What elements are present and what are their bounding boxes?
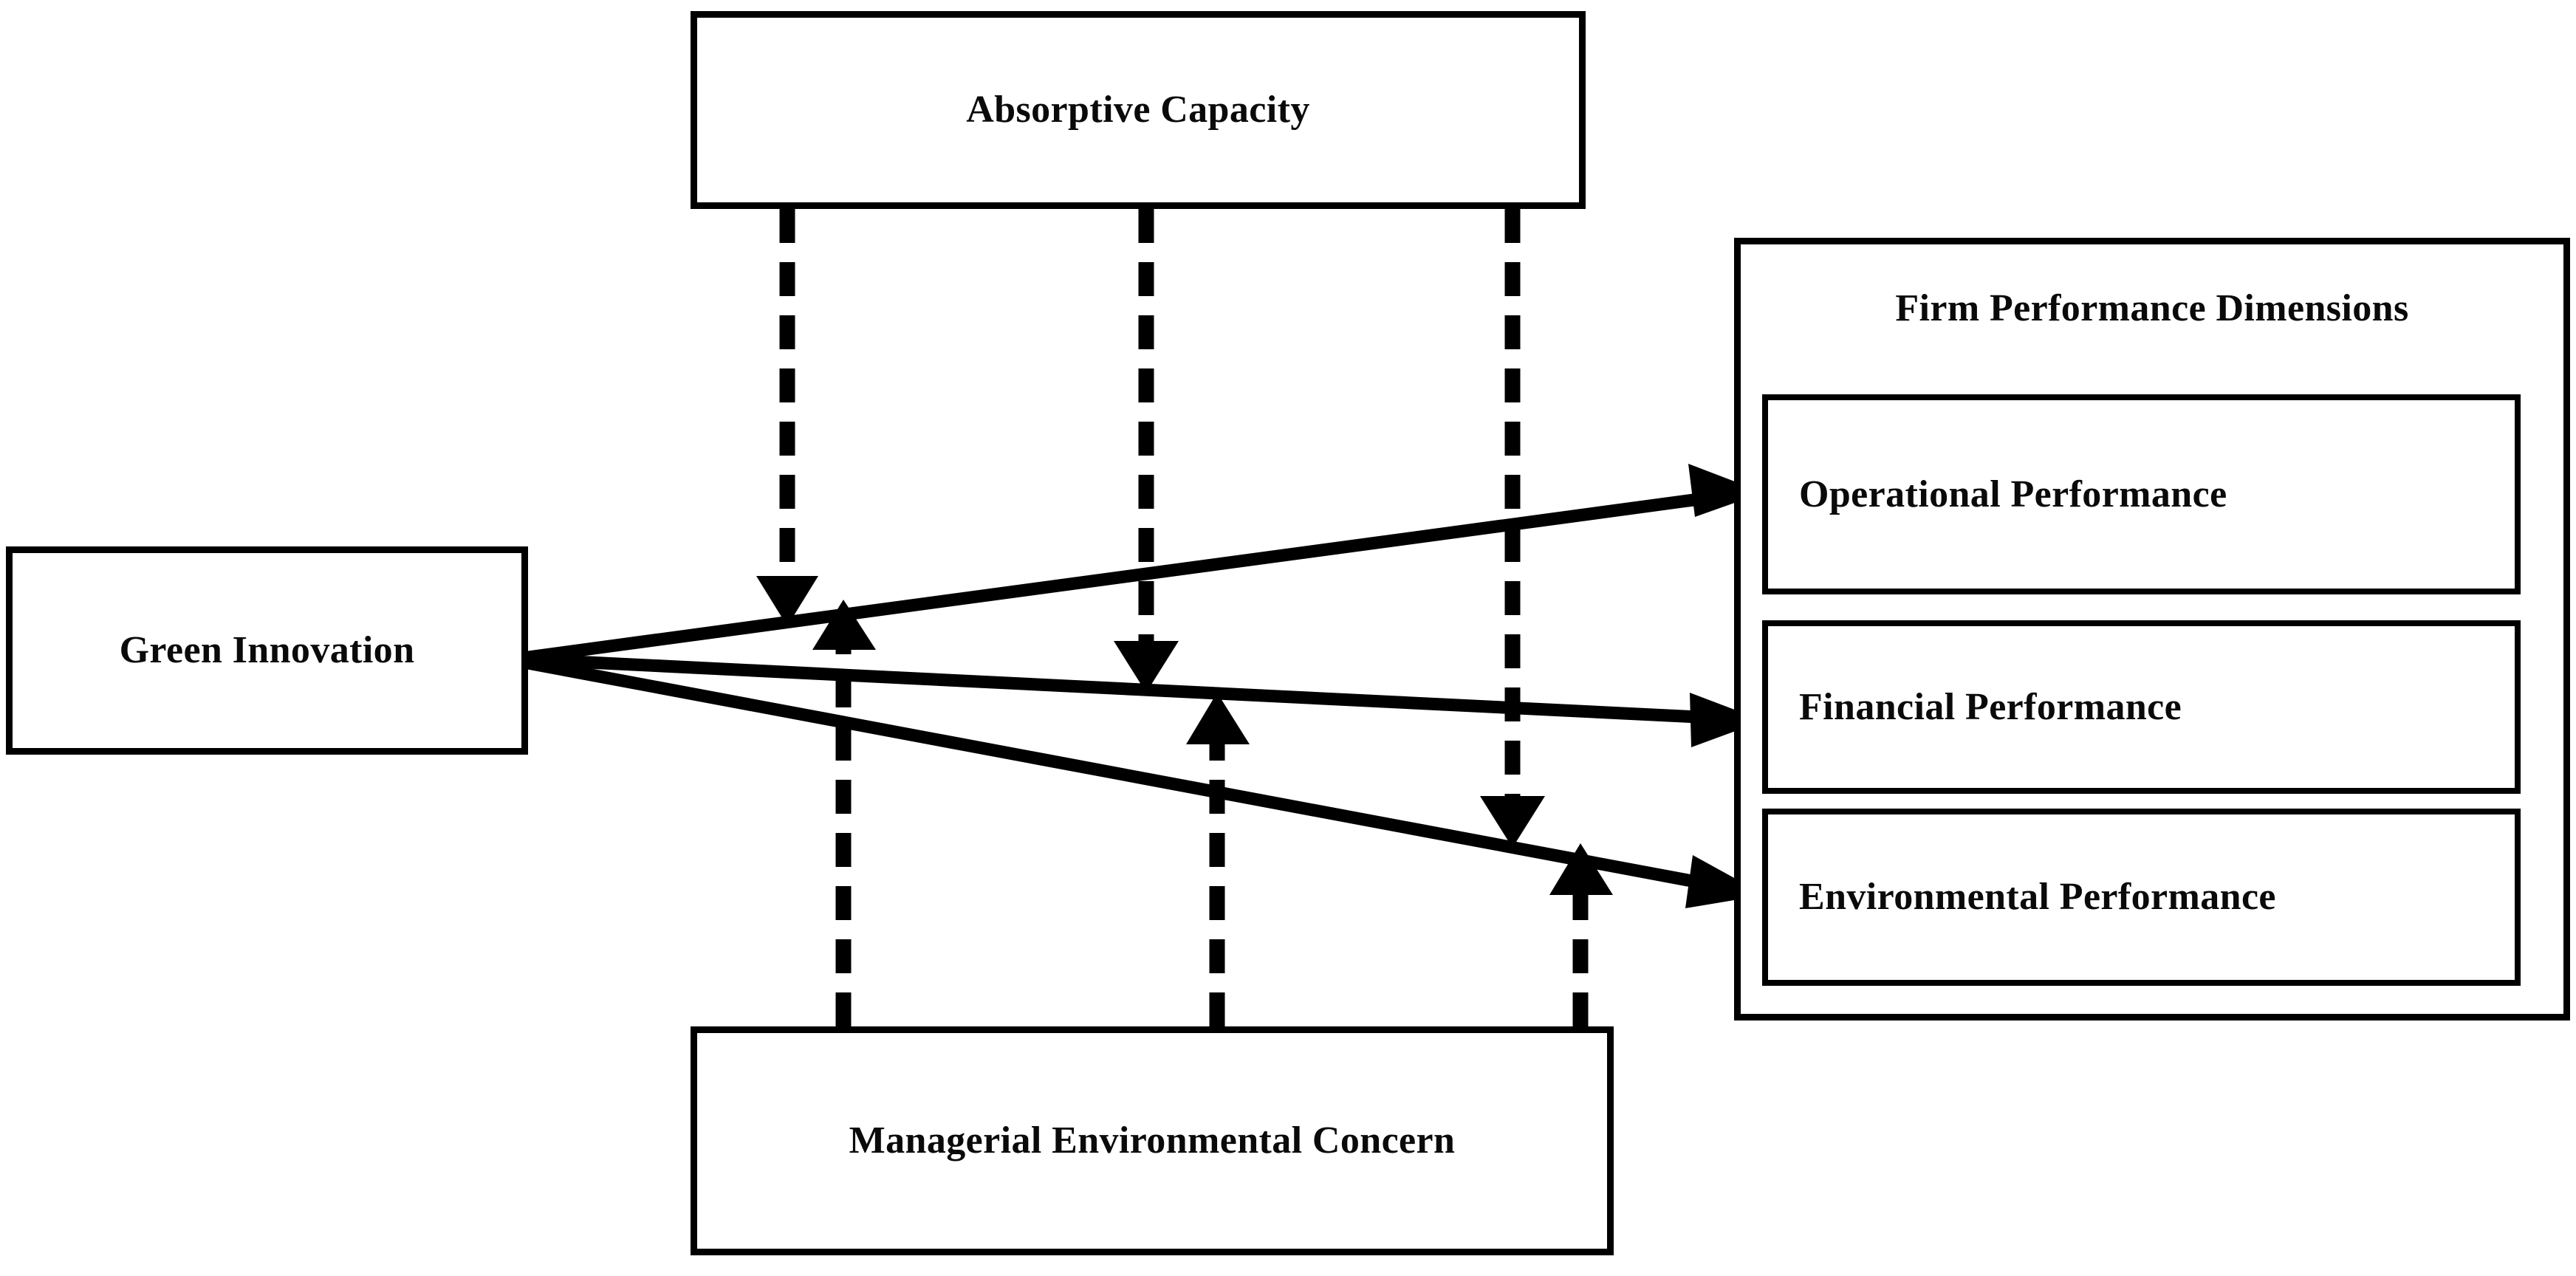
operational-performance-label: Operational Performance [1799, 473, 2227, 515]
green-innovation-label: Green Innovation [119, 629, 415, 672]
arrowhead-down-absorptive-1 [756, 576, 818, 626]
arrow-managerial-concern-moderates-environmental [1549, 843, 1613, 1026]
arrow-absorptive-capacity-moderates-financial [1114, 209, 1179, 693]
absorptive-capacity-label: Absorptive Capacity [966, 89, 1310, 131]
arrowhead-down-absorptive-2 [1114, 641, 1179, 693]
arrow-absorptive-capacity-moderates-environmental [1480, 209, 1545, 848]
financial-performance-label: Financial Performance [1799, 685, 2182, 728]
arrow-managerial-concern-moderates-financial [1186, 693, 1250, 1026]
node-firm-performance-dimensions: Firm Performance Dimensions Operational … [1734, 238, 2570, 1021]
node-environmental-performance: Environmental Performance [1762, 809, 2521, 986]
managerial-environmental-concern-label: Managerial Environmental Concern [849, 1119, 1456, 1162]
firm-performance-dimensions-title: Firm Performance Dimensions [1741, 287, 2563, 329]
arrow-absorptive-capacity-moderates-operational [756, 209, 818, 626]
arrowhead-up-managerial-3 [1549, 843, 1613, 895]
arrow-managerial-concern-moderates-operational [812, 600, 876, 1026]
firm-performance-dimensions-label: Firm Performance Dimensions [1895, 287, 2409, 329]
arrowhead-up-managerial-2 [1186, 693, 1250, 744]
node-operational-performance: Operational Performance [1762, 394, 2521, 594]
arrow-green-innovation-to-operational-performance [527, 464, 1764, 664]
arrowhead-down-absorptive-3 [1480, 796, 1545, 848]
node-absorptive-capacity: Absorptive Capacity [691, 11, 1586, 209]
arrow-green-innovation-to-environmental-performance [527, 656, 1765, 908]
node-managerial-environmental-concern: Managerial Environmental Concern [691, 1026, 1614, 1255]
node-green-innovation: Green Innovation [6, 546, 528, 755]
node-financial-performance: Financial Performance [1762, 620, 2521, 794]
arrowhead-up-managerial-1 [812, 600, 876, 650]
environmental-performance-label: Environmental Performance [1799, 876, 2276, 919]
arrow-green-innovation-to-financial-performance [527, 653, 1764, 747]
